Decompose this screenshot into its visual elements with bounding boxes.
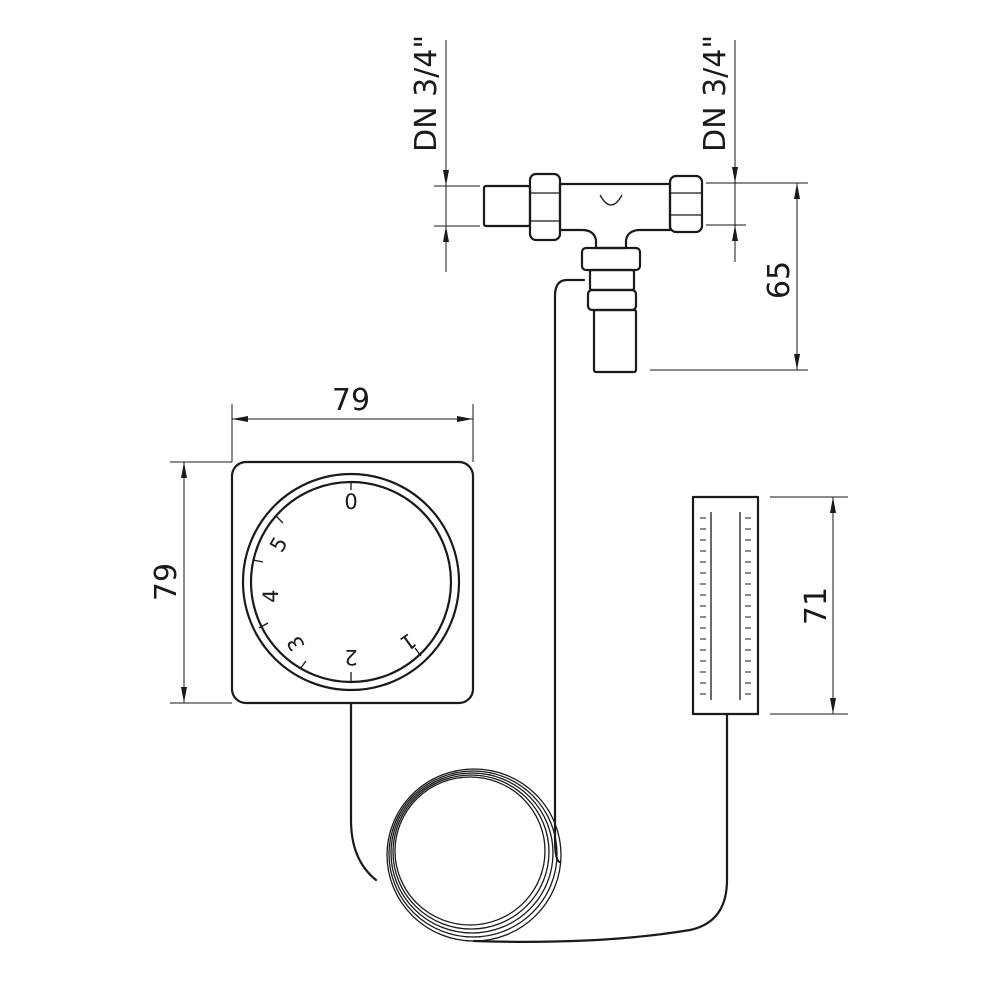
- sensor-length-dimension: 71: [770, 496, 848, 715]
- dial-label-2: 2: [344, 645, 357, 669]
- dial-label-3: 3: [282, 632, 309, 656]
- dial-label-1: 1: [396, 628, 421, 655]
- inlet-size-dimension: DN 3/4": [409, 35, 480, 272]
- sensor-length-label: 71: [799, 587, 834, 625]
- capillary-tube-valve: [553, 278, 586, 864]
- controller-width-label: 79: [332, 383, 370, 418]
- dial-label-4: 4: [259, 589, 283, 602]
- outlet-size-label: DN 3/4": [698, 35, 733, 152]
- controller-height-label: 79: [149, 563, 184, 601]
- temperature-dial[interactable]: 0 5 4 3 2 1: [241, 472, 461, 692]
- capillary-coil: [386, 768, 562, 942]
- controller-housing: [230, 460, 475, 705]
- controller-height-dimension: 79: [149, 461, 232, 704]
- valve-body: [482, 172, 704, 374]
- dial-label-5: 5: [265, 533, 292, 557]
- dial-label-0: 0: [344, 490, 357, 514]
- inlet-size-label: DN 3/4": [409, 35, 444, 152]
- outlet-size-dimension: DN 3/4": [698, 35, 808, 262]
- valve-height-label: 65: [762, 261, 797, 299]
- controller-width-dimension: 79: [231, 383, 474, 462]
- capillary-tube-sensor: [472, 712, 729, 943]
- valve-height-dimension: 65: [650, 183, 808, 371]
- remote-sensor: [691, 495, 760, 716]
- capillary-tube-controller: [349, 701, 378, 882]
